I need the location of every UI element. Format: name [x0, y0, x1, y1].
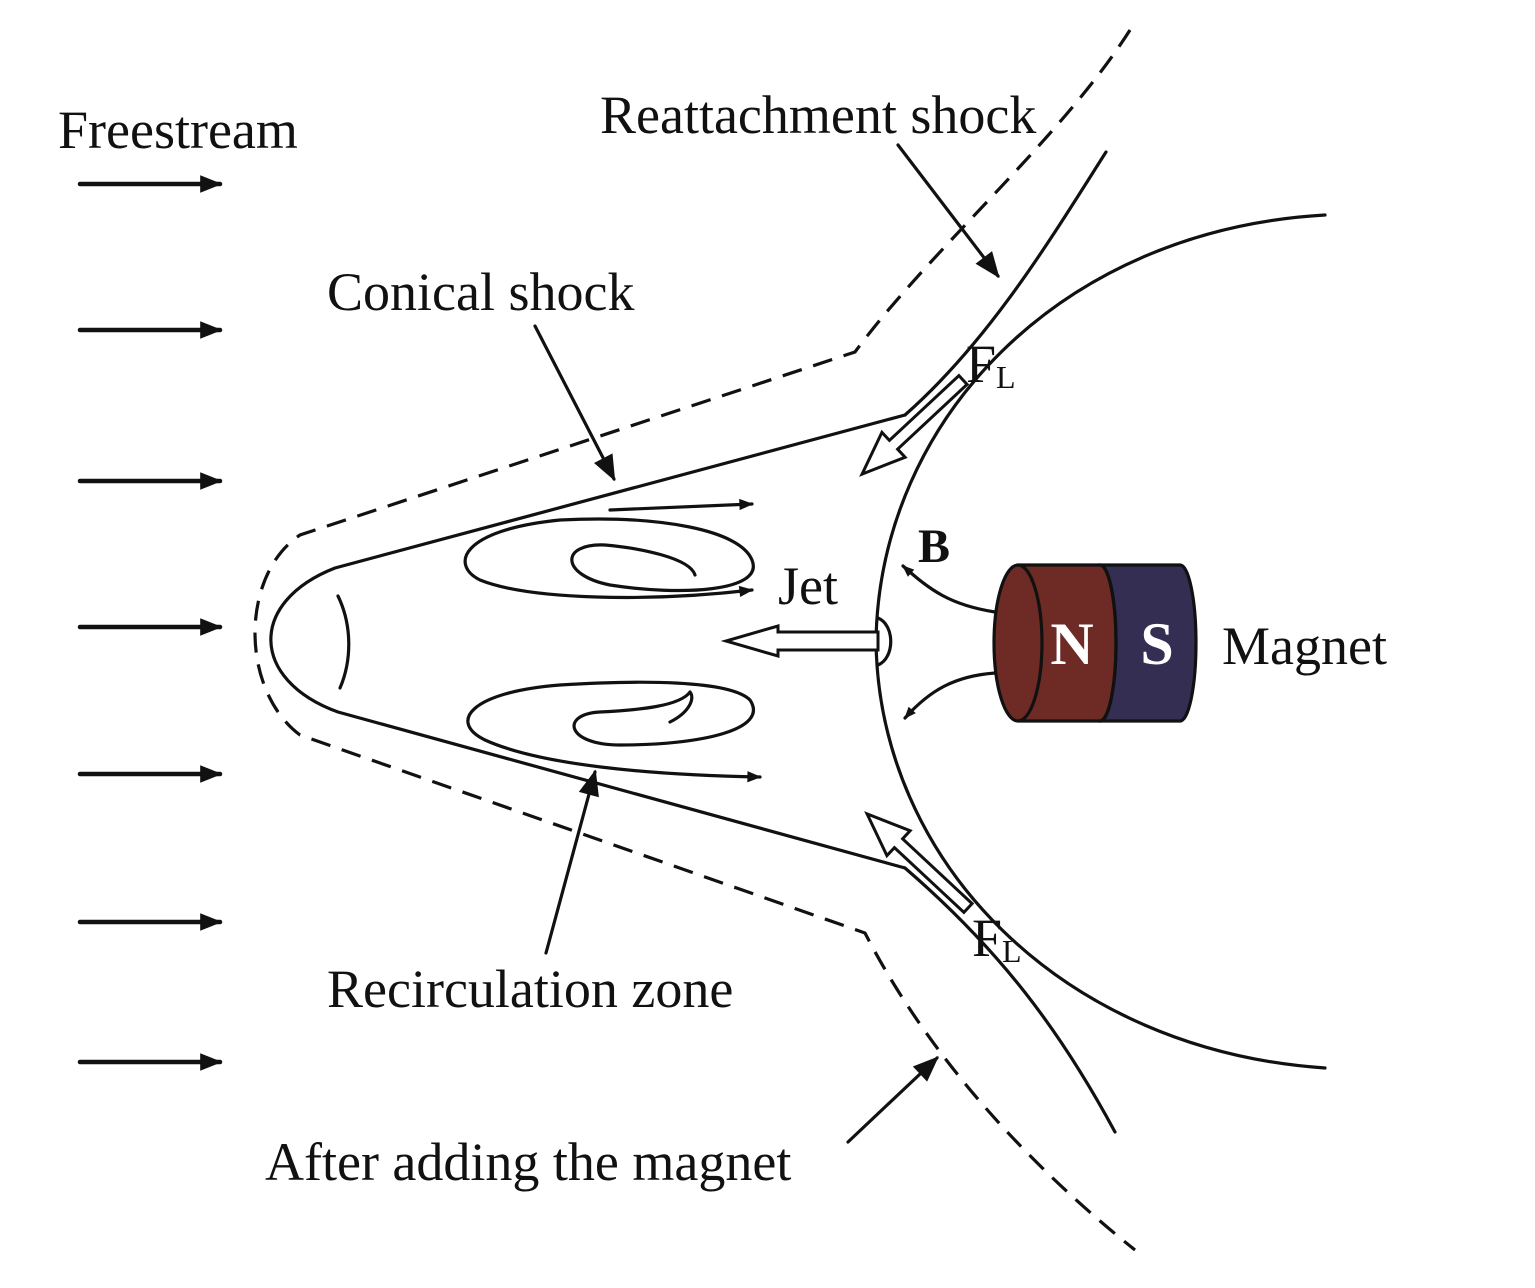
magnetic-field-label: B [918, 520, 950, 573]
recirculation-vortex-upper [463, 517, 755, 600]
reattachment-shock-upper [903, 150, 1108, 417]
bow-shock-solid [269, 413, 907, 870]
jet-label: Jet [778, 556, 838, 616]
magnet-front-edge [1016, 563, 1044, 723]
lorentz-force-symbol: F [972, 908, 1002, 968]
lorentz-force-subscript: L [1002, 933, 1022, 969]
recirculation-zone-label: Recirculation zone [327, 959, 733, 1019]
magnetic-field-line-upper [901, 564, 997, 614]
lorentz-force-arrow-upper [859, 373, 970, 477]
nose-curve [336, 594, 351, 690]
after-magnet-leader [846, 1056, 939, 1144]
magnet-south-pole [1098, 563, 1198, 723]
lorentz-force-label-lower: FL [972, 908, 1022, 969]
south-pole-label: S [1140, 611, 1173, 677]
conical-shock-label: Conical shock [327, 262, 634, 322]
after-magnet-label: After adding the magnet [265, 1132, 791, 1192]
lorentz-force-label-upper: FL [966, 334, 1016, 395]
reattachment-shock-lower [903, 866, 1117, 1134]
lorentz-force-symbol: F [966, 334, 996, 394]
shock-after-magnet-dashed [253, 29, 1136, 1252]
recirculation-zone-leader [544, 769, 599, 955]
conical-shock-leader [533, 324, 616, 482]
lorentz-force-arrow-lower [864, 811, 975, 915]
north-pole-label: N [1050, 611, 1093, 677]
lorentz-force-subscript: L [996, 359, 1016, 395]
flow-streamline-upper [608, 498, 754, 512]
jet-nozzle [876, 616, 893, 667]
magnet-label: Magnet [1222, 616, 1387, 676]
magnet-pole-boundary [1098, 563, 1118, 723]
reattachment-shock-label: Reattachment shock [600, 85, 1036, 145]
magnet: N S [992, 563, 1198, 723]
jet-arrow [720, 624, 880, 658]
reattachment-shock-leader [896, 143, 1000, 279]
magnetic-field-line-lower [903, 671, 997, 720]
freestream-label: Freestream [58, 100, 298, 160]
freestream-arrows [77, 175, 223, 1071]
recirculation-vortex-lower [466, 680, 762, 783]
